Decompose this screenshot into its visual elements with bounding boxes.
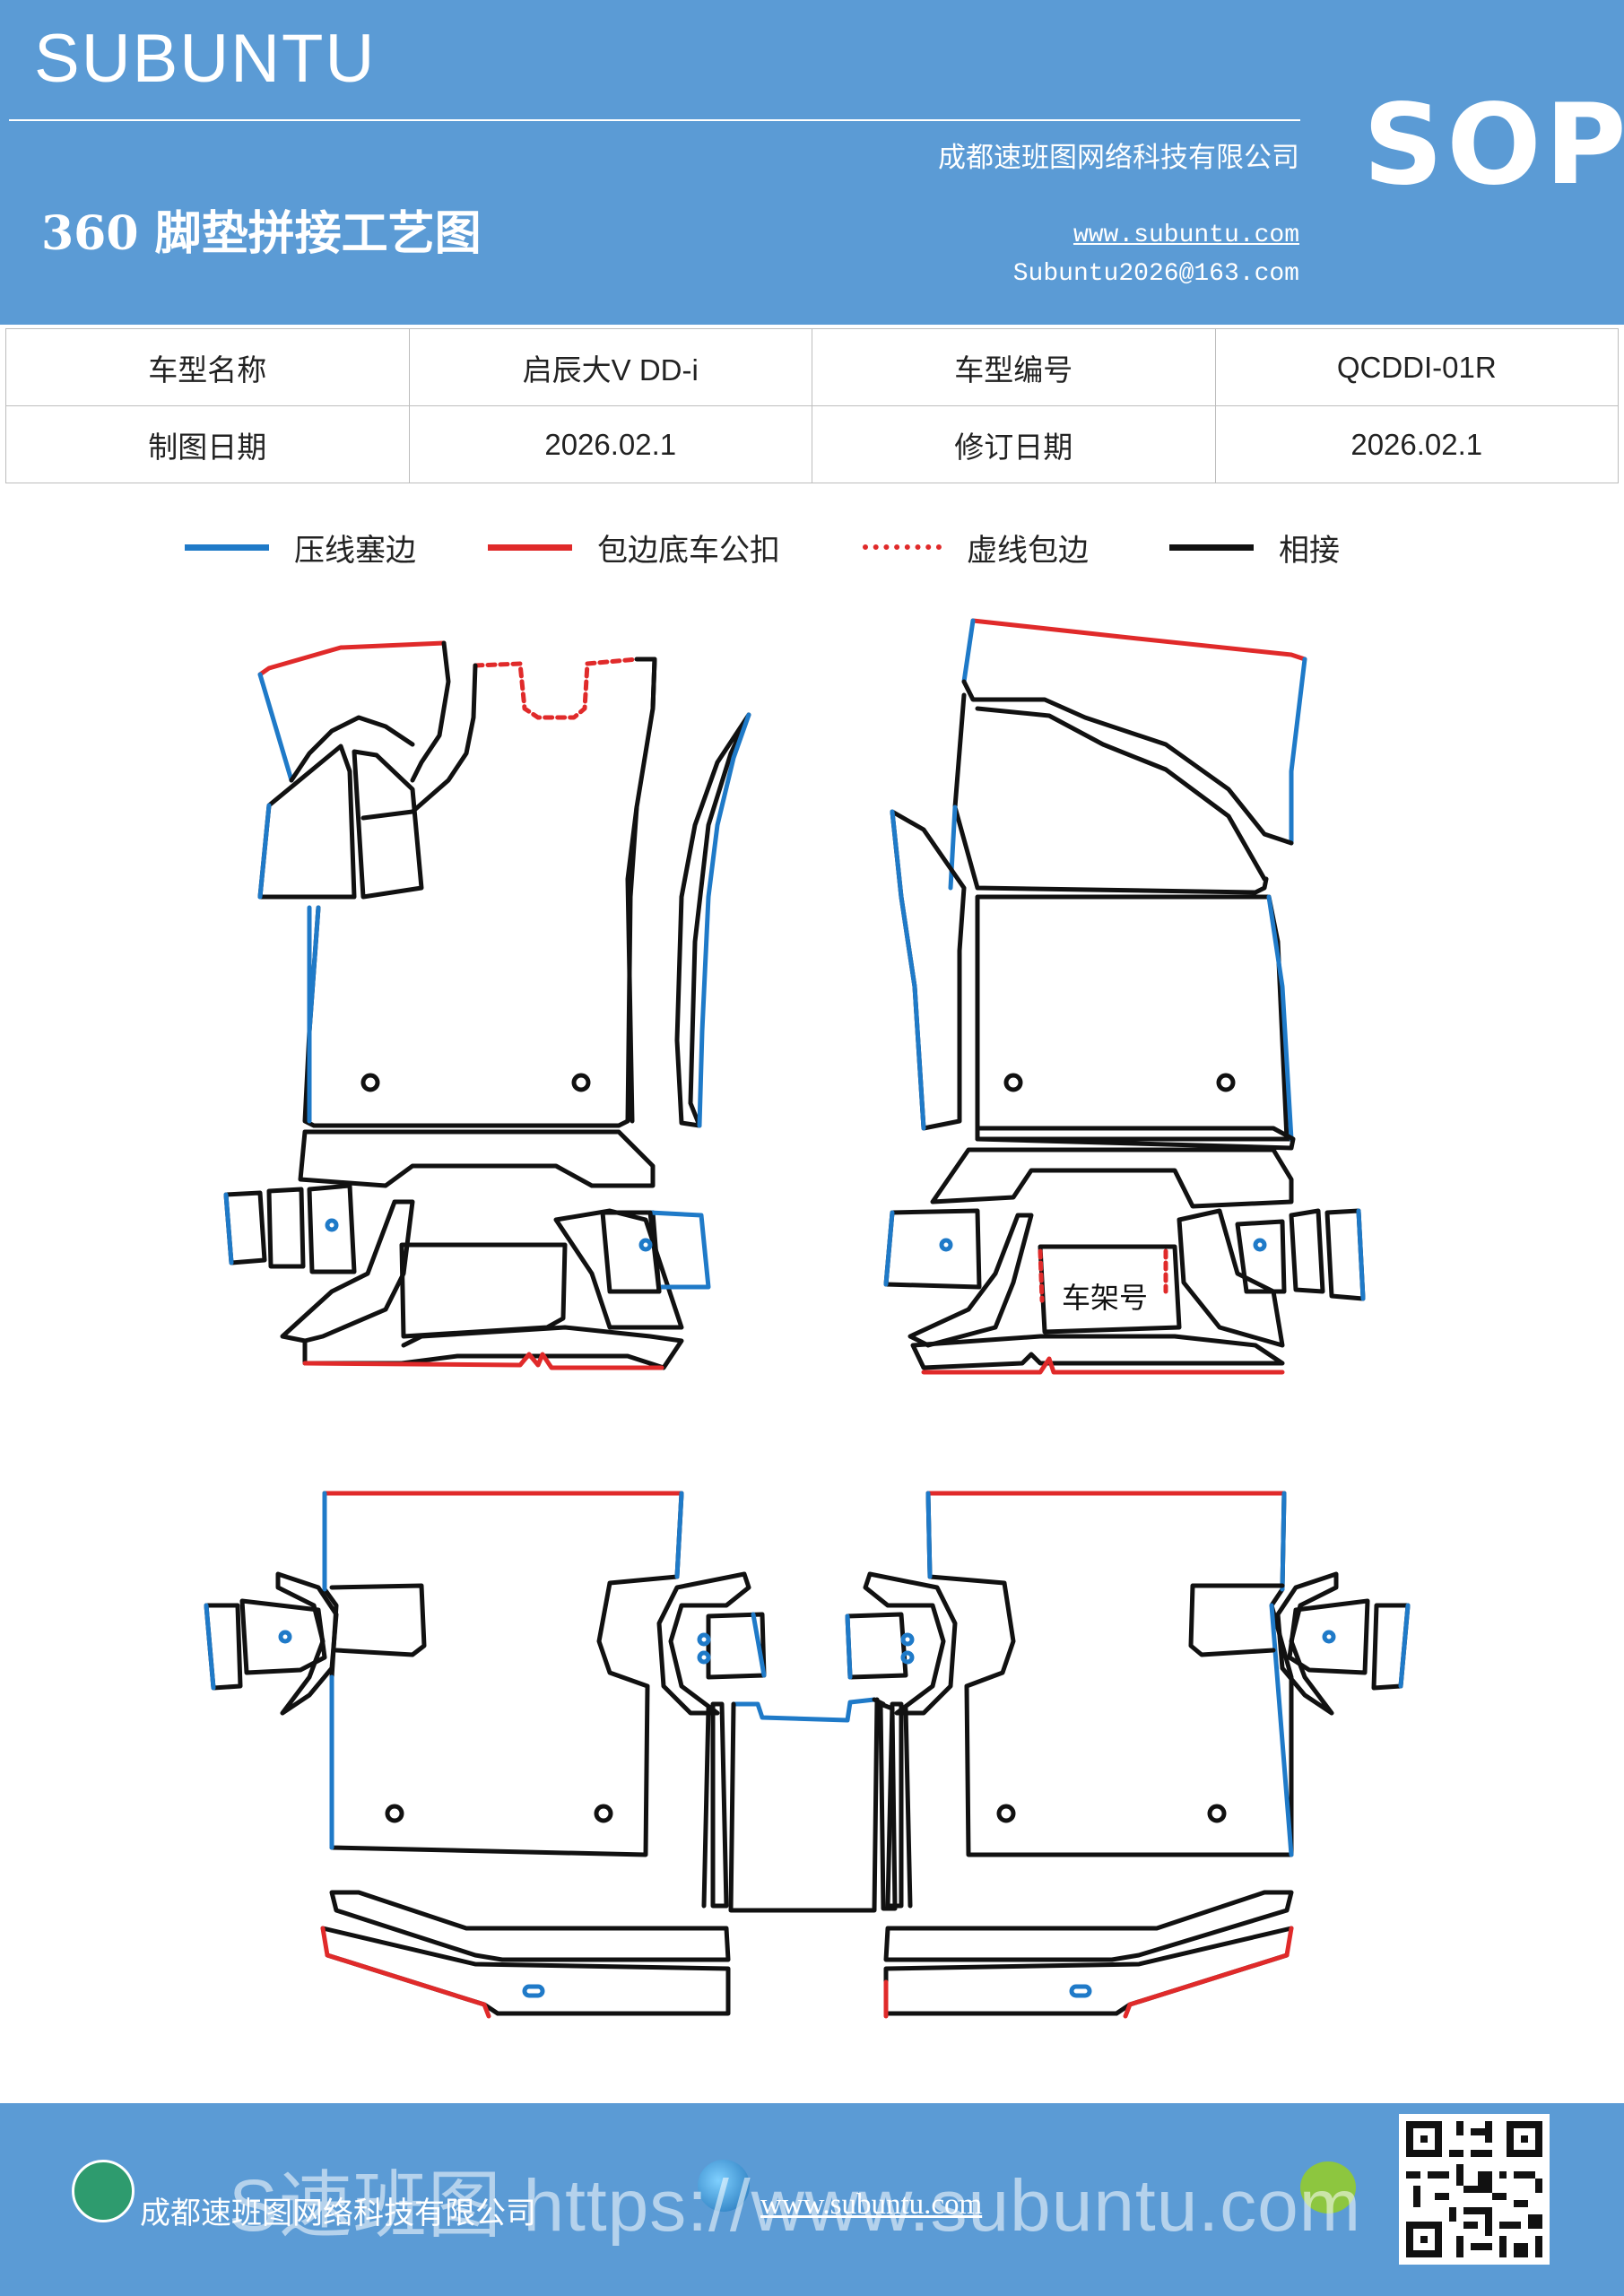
front-left-mat [223, 640, 751, 1370]
frame-number-label: 车架号 [1062, 1281, 1148, 1315]
draw-date-label: 制图日期 [5, 405, 410, 483]
page-title: 360 脚垫拼接工艺图 [41, 206, 482, 261]
building-icon [72, 2160, 135, 2222]
revision-date-value: 2026.02.1 [1214, 405, 1619, 483]
legend-label: 压线塞边 [294, 532, 416, 569]
company-name: 成都速班图网络科技有限公司 [938, 142, 1299, 174]
draw-date-value: 2026.02.1 [408, 405, 812, 483]
qr-code-icon [1399, 2114, 1550, 2265]
legend-swatch-red [488, 544, 572, 551]
globe-icon [698, 2160, 750, 2212]
legend-swatch-black [1169, 544, 1254, 551]
header-banner [0, 0, 1624, 325]
chat-icon [1300, 2161, 1356, 2213]
model-name-label: 车型名称 [5, 328, 410, 406]
legend-swatch-red-dotted [863, 544, 942, 550]
revision-date-label: 修订日期 [812, 405, 1216, 483]
footer-watermark: S速班图 https://www.subuntu.com [229, 2165, 1362, 2247]
vehicle-info-table: 车型名称 启辰大V DD-i 车型编号 QCDDI-01R 制图日期 2026.… [5, 328, 1619, 483]
footer-banner [0, 2103, 1624, 2296]
legend-item-wrap-edge: 包边底车公扣 [488, 527, 780, 569]
legend-item-dotted-edge: 虚线包边 [863, 527, 1089, 569]
header-divider [9, 119, 1300, 121]
legend-label: 相接 [1279, 532, 1340, 569]
model-code-label: 车型编号 [812, 328, 1216, 406]
legend-item-joint: 相接 [1169, 527, 1340, 569]
legend-label: 虚线包边 [967, 532, 1089, 569]
rear-right-mat [845, 1491, 1411, 2019]
footer-company: 成都速班图网络科技有限公司 [140, 2196, 536, 2231]
table-row: 制图日期 2026.02.1 修订日期 2026.02.1 [5, 405, 1619, 483]
model-name-value: 启辰大V DD-i [408, 328, 812, 406]
email-address[interactable]: Subuntu2026@163.com [1012, 260, 1299, 288]
footer-website-link[interactable]: www.subuntu.com [760, 2188, 983, 2221]
model-code-value: QCDDI-01R [1214, 328, 1619, 406]
rear-center-mat [728, 1697, 898, 1913]
website-link[interactable]: www.subuntu.com [1073, 222, 1299, 249]
table-row: 车型名称 启辰大V DD-i 车型编号 QCDDI-01R [5, 328, 1619, 406]
sop-badge: SOP [1363, 81, 1624, 210]
rear-left-mat [204, 1491, 767, 2019]
legend-item-press-edge: 压线塞边 [185, 527, 416, 569]
front-right-mat [883, 618, 1366, 1375]
legend-label: 包边底车公扣 [597, 532, 780, 569]
legend-swatch-blue [185, 544, 269, 551]
brand-logo: SUBUNTU [34, 21, 377, 97]
